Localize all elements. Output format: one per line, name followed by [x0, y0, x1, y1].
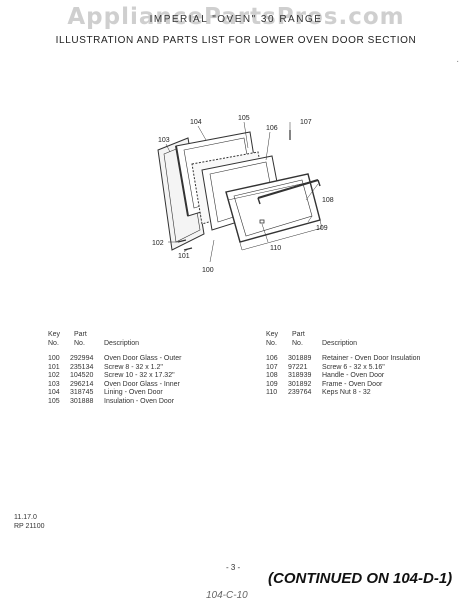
exploded-door-diagram: 103 104 105 106 107 108 109 110 102 101 …: [152, 115, 334, 274]
table-header: Key No. Part No. Description: [48, 331, 238, 348]
callout-106: 106: [266, 125, 278, 132]
callout-107: 107: [300, 119, 312, 126]
callout-110: 110: [270, 245, 281, 252]
outer-glass-shape: [227, 181, 323, 251]
watermark: AppliancePartsPros.com: [67, 4, 405, 30]
header-part-line2: No.: [292, 339, 303, 347]
header-description: Description: [104, 339, 140, 347]
handwritten-note: 104-C-10: [206, 590, 248, 601]
header-key-line2: No.: [266, 339, 277, 347]
header-key-line1: Key: [266, 331, 279, 338]
continued-note: (CONTINUED ON 104-D-1): [268, 570, 453, 587]
callout-105: 105: [238, 115, 250, 122]
doc-code-line2: RP 21100: [14, 523, 45, 530]
callout-101: 101: [178, 253, 190, 260]
header-description: Description: [322, 339, 358, 347]
header-key-line2: No.: [48, 339, 59, 347]
callout-104: 104: [190, 119, 202, 126]
handle-shape: [257, 179, 319, 199]
callout-108: 108: [322, 197, 334, 204]
corner-mark: ·: [456, 56, 460, 67]
header-part-line1: Part: [74, 331, 87, 338]
header-part-line2: No.: [74, 339, 85, 347]
doc-code-line1: 11.17.0: [14, 514, 37, 521]
page-title-line2: ILLUSTRATION AND PARTS LIST FOR LOWER OV…: [55, 35, 417, 46]
header-part-line1: Part: [292, 331, 305, 338]
header-key-line1: Key: [48, 331, 61, 338]
callout-100: 100: [202, 267, 214, 274]
page-title-line1: IMPERIAL "OVEN" 30 RANGE: [149, 14, 323, 25]
table-header: Key No. Part No. Description: [266, 331, 466, 348]
callout-102: 102: [152, 240, 164, 247]
callout-109: 109: [316, 225, 328, 232]
callout-103: 103: [158, 137, 170, 144]
page-number: - 3 -: [226, 563, 241, 572]
